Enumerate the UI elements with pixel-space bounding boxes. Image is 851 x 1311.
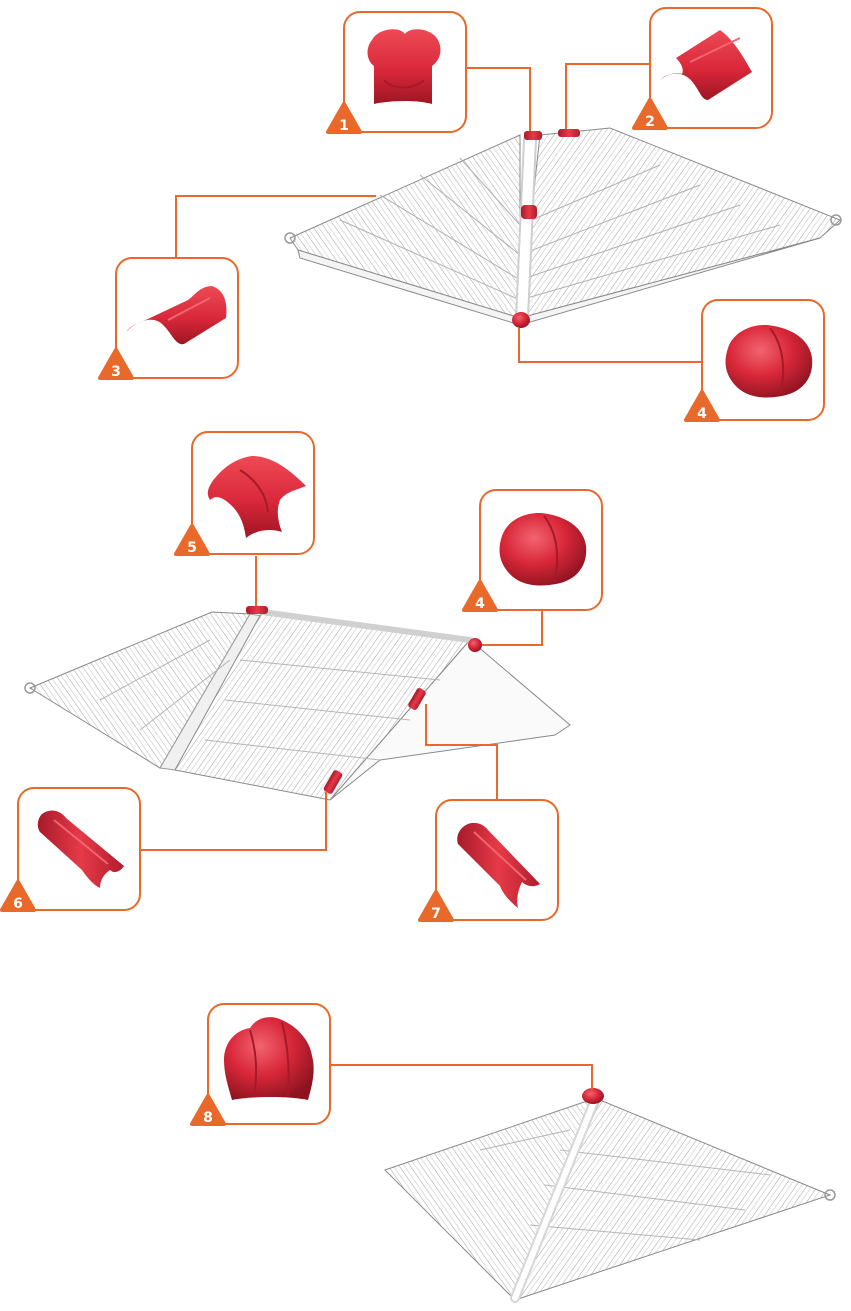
roof3-marker-8: [582, 1088, 604, 1104]
hip-roof-1: [285, 128, 841, 328]
callout-1-number: 1: [339, 118, 349, 134]
callout-6[interactable]: 6: [2, 788, 140, 912]
roof-marker-2: [558, 129, 580, 137]
callout-4a-number: 4: [697, 406, 707, 422]
ridge-cap-crown-image: [368, 29, 441, 104]
roof2-marker-5: [246, 606, 268, 614]
callout-1[interactable]: 1: [328, 12, 466, 134]
roof-face-left: [290, 135, 520, 318]
callout-3[interactable]: 3: [100, 258, 238, 380]
callout-6-number: 6: [13, 896, 23, 912]
callout-8-number: 8: [203, 1110, 213, 1126]
roof-face-right: [520, 128, 840, 318]
pyramid-roof-3: [385, 1088, 835, 1300]
callout-3-number: 3: [111, 364, 121, 380]
roof2-marker-4: [468, 638, 482, 652]
roof-marker-mid: [521, 205, 537, 219]
callout-2-number: 2: [645, 114, 655, 130]
roof-marker-4: [512, 312, 530, 328]
callout-4b[interactable]: 4: [464, 490, 602, 612]
callout-4a[interactable]: 4: [686, 300, 824, 422]
callout-2[interactable]: 2: [634, 8, 772, 130]
callout-4b-number: 4: [475, 596, 485, 612]
callout-5-number: 5: [187, 540, 197, 556]
callout-8[interactable]: 8: [192, 1004, 330, 1126]
roof-marker-1: [524, 131, 542, 140]
callout-5[interactable]: 5: [176, 432, 314, 556]
connectors-roof-3: [330, 1065, 592, 1090]
callout-7[interactable]: 7: [420, 800, 558, 922]
hip-gable-roof-2: [25, 606, 570, 800]
callout-7-number: 7: [431, 906, 441, 922]
